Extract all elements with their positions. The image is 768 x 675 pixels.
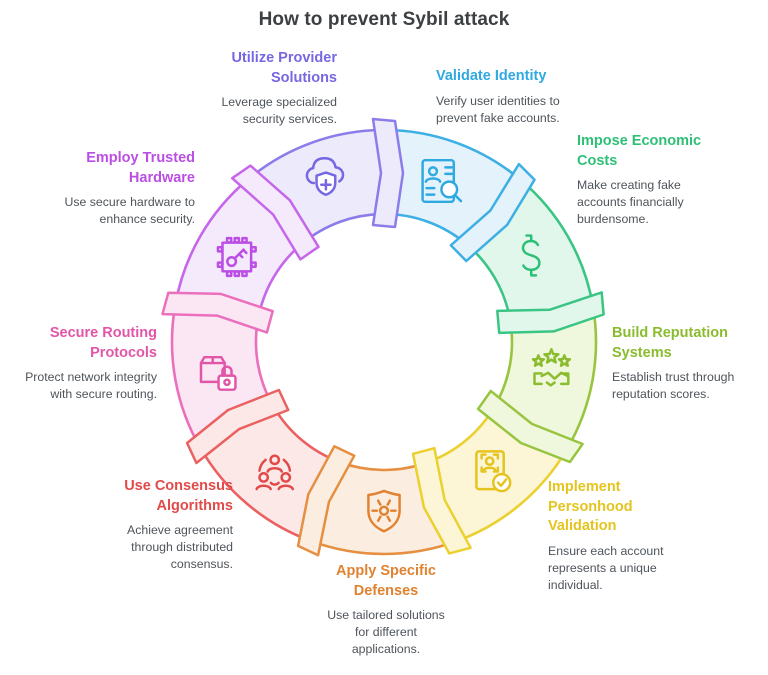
stars-handshake-icon — [531, 348, 572, 387]
label-validate-identity: Validate Identity Verify user identities… — [436, 67, 586, 127]
label-impose-economic-costs: Impose Economic Costs Make creating fake… — [577, 132, 735, 228]
dollar-sign-icon — [521, 234, 541, 277]
label-secure-routing-protocols: Secure Routing Protocols Protect network… — [2, 324, 157, 403]
connector-employ-trusted-hardware — [230, 164, 320, 261]
segment-title: Utilize Provider Solutions — [231, 50, 337, 86]
segment-description: Leverage specialized security services. — [221, 95, 337, 127]
chip-key-icon — [216, 236, 257, 278]
connector-impose-economic-costs — [496, 291, 605, 335]
people-network-icon — [255, 454, 295, 491]
segment-description: Protect network integrity with secure ro… — [25, 370, 157, 402]
connector-build-reputation-systems — [476, 389, 584, 464]
package-lock-icon — [199, 355, 237, 391]
segment-title: Secure Routing Protocols — [49, 325, 157, 361]
page-title: How to prevent Sybil attack — [258, 9, 510, 30]
connector-use-consensus-algorithms — [185, 388, 290, 465]
cloud-shield-plus-icon — [305, 157, 345, 197]
connector-validate-identity — [449, 162, 536, 263]
segment-description: Ensure each account represents a unique … — [548, 543, 664, 592]
connector-implement-personhood-validation — [411, 446, 472, 555]
segment-description: Use tailored solutions for different app… — [327, 608, 445, 657]
label-implement-personhood-validation: Implement Personhood Validation Ensure e… — [548, 478, 690, 594]
segment-description: Use secure hardware to enhance security. — [64, 195, 195, 227]
segment-description: Establish trust through reputation score… — [612, 370, 735, 402]
label-employ-trusted-hardware: Employ Trusted Hardware Use secure hardw… — [38, 149, 195, 228]
segment-title: Impose Economic Costs — [577, 133, 702, 169]
segment-description: Make creating fake accounts financially … — [577, 178, 684, 227]
shield-gear-icon — [367, 489, 401, 533]
segment-title: Validate Identity — [436, 68, 547, 84]
segment-title: Employ Trusted Hardware — [86, 150, 195, 186]
id-card-search-icon — [421, 158, 463, 204]
segment-description: Achieve agreement through distributed co… — [127, 523, 233, 572]
segment-title: Use Consensus Algorithms — [124, 478, 233, 514]
person-check-document-icon — [475, 450, 512, 493]
label-build-reputation-systems: Build Reputation Systems Establish trust… — [612, 324, 764, 403]
segment-title: Apply Specific Defenses — [336, 563, 436, 599]
connector-utilize-provider-solutions — [371, 117, 405, 229]
label-utilize-provider-solutions: Utilize Provider Solutions Leverage spec… — [183, 49, 337, 128]
label-apply-specific-defenses: Apply Specific Defenses Use tailored sol… — [292, 562, 480, 658]
segment-title: Build Reputation Systems — [612, 325, 728, 361]
segment-description: Verify user identities to prevent fake a… — [436, 93, 560, 125]
label-use-consensus-algorithms: Use Consensus Algorithms Achieve agreeme… — [58, 477, 233, 573]
connector-apply-specific-defenses — [296, 445, 356, 557]
connector-secure-routing-protocols — [161, 291, 274, 334]
segment-title: Implement Personhood Validation — [548, 479, 633, 535]
